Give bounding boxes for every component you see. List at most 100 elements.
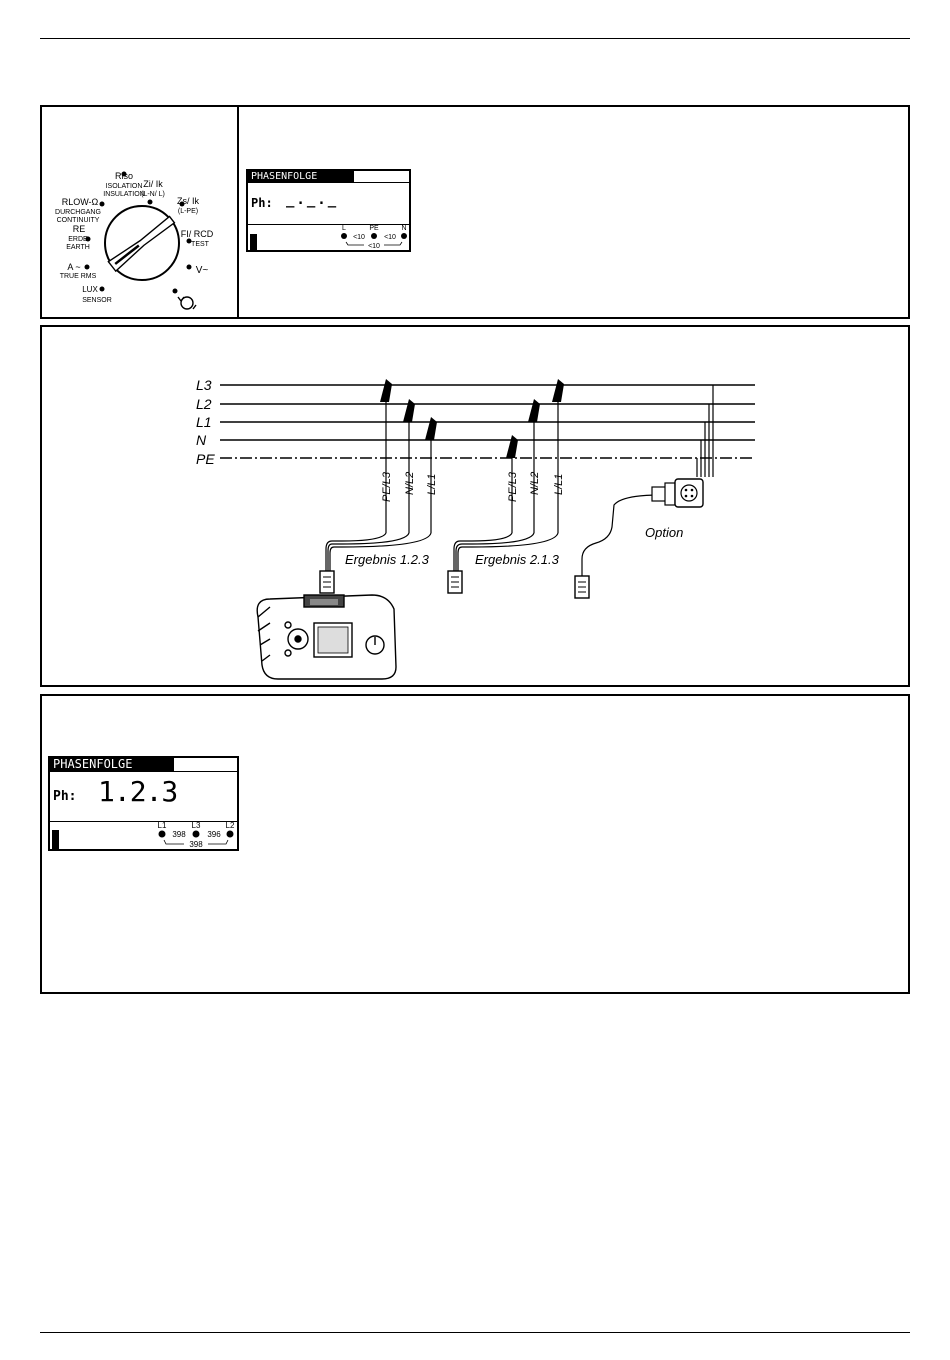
lcd-ph-label: Ph: — [53, 789, 77, 804]
mains-plug-icon — [651, 478, 704, 508]
option-adapter — [581, 385, 714, 577]
plug-connector-icon — [319, 570, 335, 594]
position-dot — [84, 264, 90, 270]
probe-set-1 — [325, 389, 432, 572]
label-rcd: FI/ RCD — [181, 229, 214, 239]
lcd-title-rule — [50, 771, 237, 772]
line-label-l1: L1 — [196, 414, 212, 430]
label-insulation: INSULATION — [103, 191, 145, 198]
crocodile-clip-icon — [552, 379, 564, 402]
lcd-title: PHASENFOLGE — [50, 758, 174, 771]
position-dot — [99, 286, 105, 292]
position-dot — [172, 288, 178, 294]
lcd-status-rule — [50, 821, 237, 822]
lcd-title: PHASENFOLGE — [248, 171, 354, 182]
crocodile-clip-icon — [528, 399, 540, 422]
position-dot — [121, 171, 127, 177]
probe-clips-2 — [506, 379, 564, 458]
panel-divider — [237, 107, 239, 317]
lcd-display-result: PHASENFOLGE Ph: 1.2.3 L1 L3 L2 398 396 3… — [48, 756, 239, 851]
label-riso: Riso — [115, 171, 133, 181]
terminal-dot — [192, 830, 200, 838]
instrument-illustration — [256, 594, 397, 680]
plug-connector-icon — [447, 570, 463, 594]
label-zi-ik: Zi/ Ik — [143, 179, 163, 189]
label-durchgang: DURCHGANG — [55, 209, 101, 216]
battery-icon — [52, 830, 59, 849]
position-dot — [179, 201, 185, 207]
selector-knob[interactable] — [107, 215, 176, 273]
rotary-selector: Riso ISOLATION INSULATION Zi/ Ik (L-N/ L… — [55, 171, 214, 310]
probe-label: PE/L3 — [381, 471, 393, 502]
terminal-l1: L1 — [158, 821, 167, 830]
label-zs-ik-sub: (L-PE) — [178, 208, 198, 215]
terminal-l3: L3 — [192, 821, 201, 830]
terminal-dot — [158, 830, 166, 838]
footer-rule — [40, 1332, 910, 1333]
label-rcd-test: TEST — [191, 241, 210, 248]
plug-connector-icon — [574, 575, 590, 599]
connection-diagram: L3 L2 L1 N PE PE/L3 — [196, 377, 755, 680]
voltage-1: <10 — [353, 234, 365, 241]
voltage-l1-l2: 398 — [189, 840, 203, 849]
lcd-title-rule — [248, 182, 409, 183]
label-sensor: SENSOR — [82, 297, 112, 304]
position-dot — [186, 238, 192, 244]
terminal-dot — [371, 233, 377, 239]
lcd-voltage-readout: L1 L3 L2 398 396 398 — [158, 821, 235, 849]
connection-diagram-panel: L3 L2 L1 N PE PE/L3 — [40, 325, 910, 687]
terminal-pe: PE — [369, 225, 379, 232]
probe-clips-1 — [380, 379, 437, 440]
probe-set-2 — [453, 389, 559, 572]
line-label-l2: L2 — [196, 396, 212, 412]
probe-label: N/L2 — [529, 472, 541, 495]
label-isolation: ISOLATION — [106, 183, 143, 190]
option-label: Option — [645, 525, 683, 540]
lcd-status-rule — [248, 224, 409, 225]
position-dot — [85, 236, 91, 242]
terminal-n: N — [401, 225, 406, 232]
crocodile-clip-icon — [506, 435, 518, 458]
bracket — [163, 839, 229, 845]
label-re: RE — [73, 224, 86, 234]
terminal-l2: L2 — [226, 821, 235, 830]
bracket — [345, 241, 403, 246]
phase-rotation-icon — [177, 296, 197, 310]
label-erde: ERDE — [68, 236, 88, 243]
probe-label: N/L2 — [404, 472, 416, 495]
crocodile-clip-icon — [380, 379, 392, 402]
terminal-dot — [401, 233, 407, 239]
result-panel: PHASENFOLGE Ph: 1.2.3 L1 L3 L2 398 396 3… — [40, 694, 910, 994]
label-a-true-rms: A ~ — [67, 262, 80, 272]
terminal-dot — [226, 830, 234, 838]
lcd-ph-value: 1.2.3 — [98, 775, 178, 808]
lcd-ph-label: Ph: — [251, 196, 273, 210]
probe-label: L/L1 — [553, 474, 565, 495]
label-zi-ik-sub: (L-N/ L) — [141, 191, 165, 198]
voltage-2: <10 — [384, 234, 396, 241]
result-label-1: Ergebnis 1.2.3 — [345, 552, 430, 567]
crocodile-clip-icon — [403, 399, 415, 422]
lcd-ph-value: _._._ — [286, 192, 339, 208]
line-label-l3: L3 — [196, 377, 212, 393]
line-label-n: N — [196, 432, 207, 448]
voltage-l3-l2: 396 — [207, 830, 221, 839]
line-label-pe: PE — [196, 451, 215, 467]
label-rlow: RLOW-Ω — [62, 197, 99, 207]
position-dot — [147, 199, 153, 205]
label-continuity: CONTINUITY — [57, 217, 100, 224]
function-panel: Riso ISOLATION INSULATION Zi/ Ik (L-N/ L… — [40, 105, 910, 319]
position-dot — [99, 201, 105, 207]
label-true-rms: TRUE RMS — [60, 273, 97, 280]
battery-icon — [250, 234, 257, 250]
label-earth: EARTH — [66, 244, 90, 251]
lcd-terminal-readout: L PE N <10 <10 <10 — [341, 225, 407, 250]
terminal-l: L — [342, 225, 346, 232]
header-rule — [40, 38, 910, 39]
voltage-l1-l3: 398 — [172, 830, 186, 839]
terminal-dot — [341, 233, 347, 239]
label-lux: LUX — [82, 285, 98, 294]
label-zs-ik: Zs/ Ik — [177, 196, 199, 206]
position-dot — [186, 264, 192, 270]
crocodile-clip-icon — [425, 417, 437, 440]
